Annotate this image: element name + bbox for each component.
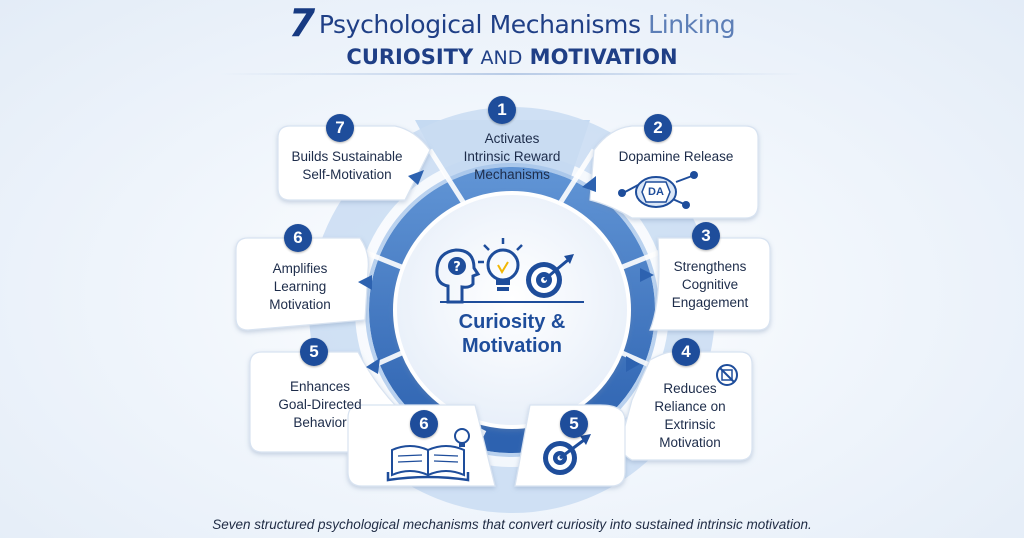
center-title: Curiosity & Motivation <box>458 311 566 357</box>
mechanism-3-label: Strengthens Cognitive Engagement <box>671 259 749 310</box>
no-reward-icon <box>716 364 738 386</box>
badge-1: 1 <box>488 96 516 124</box>
caption: Seven structured psychological mechanism… <box>212 517 812 532</box>
arrow-icon <box>408 170 424 185</box>
head-question-icon: ? <box>435 248 481 304</box>
badge-3: 3 <box>692 222 720 250</box>
badge-6: 6 <box>284 224 312 252</box>
badge-7: 7 <box>326 114 354 142</box>
title-motivation: MOTIVATION <box>529 45 678 69</box>
arrow-icon <box>626 356 640 372</box>
open-book-icon <box>386 428 470 482</box>
bottom-target-icon <box>543 434 591 475</box>
tile-7 <box>277 125 431 201</box>
inner-ring <box>369 167 655 453</box>
mechanism-6-label: Amplifies Learning Motivation <box>269 261 331 312</box>
badge-2: 2 <box>644 114 672 142</box>
target-icon <box>526 254 574 298</box>
title-number: 7 <box>288 1 315 45</box>
arrow-icon <box>640 268 654 282</box>
title-divider <box>220 73 804 75</box>
mechanism-7-label: Builds Sustainable Self-Motivation <box>291 149 403 182</box>
mechanism-2-label: Dopamine Release <box>618 149 734 164</box>
title-and: AND <box>480 47 523 69</box>
arrow-icon <box>358 275 372 290</box>
tile-2 <box>589 125 759 219</box>
title-line1-main: Psychological Mechanisms <box>318 10 649 39</box>
badge-5: 5 <box>300 338 328 366</box>
title-line1-tail: Linking <box>648 10 736 39</box>
dopamine-molecule-icon <box>618 171 698 209</box>
mechanism-4-label: Reduces Reliance on Extrinsic Motivation <box>654 381 726 450</box>
mechanism-5-label: Enhances Goal-Directed Behavior <box>278 379 362 430</box>
tile-6-left <box>235 237 369 331</box>
dopamine-text: DA <box>648 186 664 198</box>
lightbulb-icon <box>478 238 523 291</box>
badge-4: 4 <box>672 338 700 366</box>
arrow-icon <box>582 176 596 192</box>
mechanism-1-label: Activates Intrinsic Reward Mechanisms <box>463 131 561 182</box>
badge-bottom-5: 5 <box>560 410 588 438</box>
title-curiosity: CURIOSITY <box>346 45 474 69</box>
arrow-icon <box>366 358 380 374</box>
badge-bottom-6: 6 <box>410 410 438 438</box>
tile-3 <box>649 237 771 331</box>
svg-text:?: ? <box>453 260 461 275</box>
